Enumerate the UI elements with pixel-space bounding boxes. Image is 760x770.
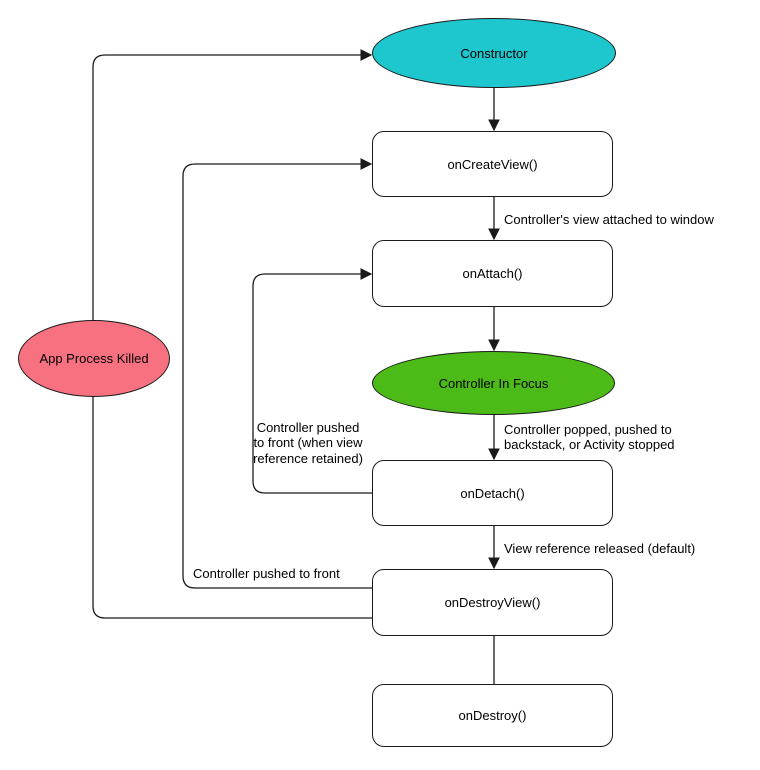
node-app-process-killed: App Process Killed [18, 320, 170, 397]
node-onattach: onAttach() [372, 240, 613, 307]
node-controller-in-focus-label: Controller In Focus [438, 375, 549, 391]
node-oncreateview: onCreateView() [372, 131, 613, 197]
edge-ondestroyview-to-oncreateview [182, 158, 373, 589]
edge-label-view-released: View reference released (default) [504, 541, 696, 556]
node-controller-in-focus: Controller In Focus [372, 351, 615, 415]
node-ondestroy-label: onDestroy() [458, 708, 527, 723]
edge-ondetach-to-onattach [252, 268, 373, 494]
node-ondestroyview: onDestroyView() [372, 569, 613, 636]
node-ondestroy: onDestroy() [372, 684, 613, 747]
edge-label-pushed-to-front-retained: Controller pushed to front (when view re… [253, 420, 363, 466]
edge-label-controller-popped: Controller popped, pushed to backstack, … [504, 422, 675, 453]
edge-label-pushed-to-front: Controller pushed to front [193, 566, 340, 581]
node-ondestroyview-label: onDestroyView() [444, 595, 541, 610]
node-oncreateview-label: onCreateView() [447, 156, 538, 172]
node-ondetach-label: onDetach() [460, 485, 525, 501]
node-constructor-label: Constructor [460, 45, 528, 61]
node-constructor: Constructor [372, 18, 616, 88]
edge-label-view-attached: Controller's view attached to window [504, 212, 714, 227]
node-onattach-label: onAttach() [462, 266, 523, 281]
node-ondetach: onDetach() [372, 460, 613, 526]
node-app-process-killed-label: App Process Killed [39, 351, 149, 366]
